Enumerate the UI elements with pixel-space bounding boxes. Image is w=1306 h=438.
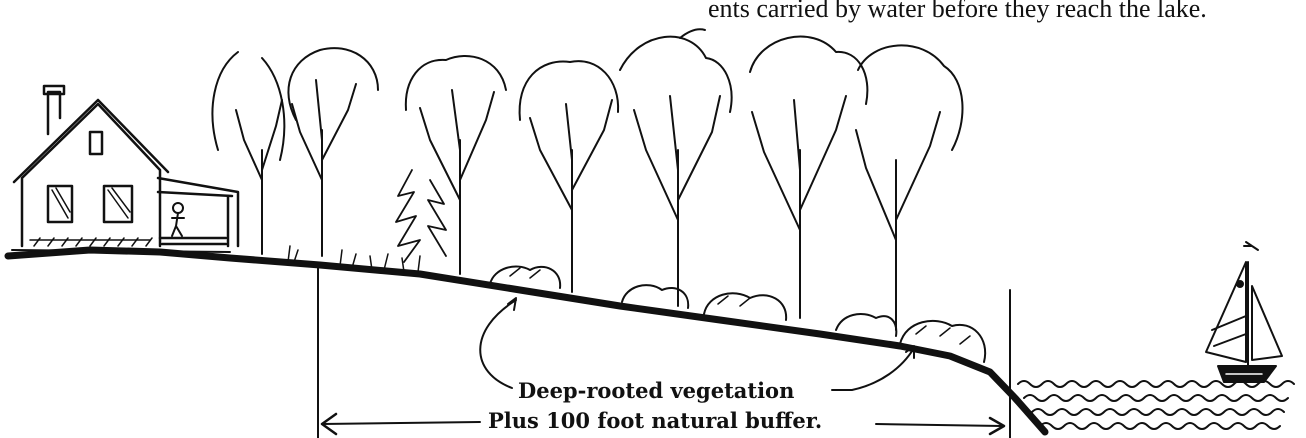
vegetation-arrowhead-left bbox=[508, 298, 516, 310]
person-icon bbox=[172, 203, 184, 236]
water-waves-icon bbox=[1018, 381, 1294, 429]
buffer-label: Plus 100 foot natural buffer. bbox=[488, 408, 822, 433]
buffer-arrow-left bbox=[322, 422, 480, 424]
tree-icon bbox=[212, 37, 962, 330]
sailboat-icon bbox=[1206, 242, 1282, 382]
caption-pointer-line bbox=[680, 29, 705, 38]
buffer-arrow-right bbox=[876, 424, 1002, 426]
vegetation-pointer-right bbox=[832, 348, 914, 390]
vegetation-pointer-left bbox=[480, 300, 516, 388]
vegetation-label: Deep-rooted vegetation bbox=[518, 378, 794, 403]
ground-line bbox=[8, 250, 1045, 432]
tree-icon bbox=[396, 170, 446, 262]
house-icon bbox=[14, 86, 238, 246]
